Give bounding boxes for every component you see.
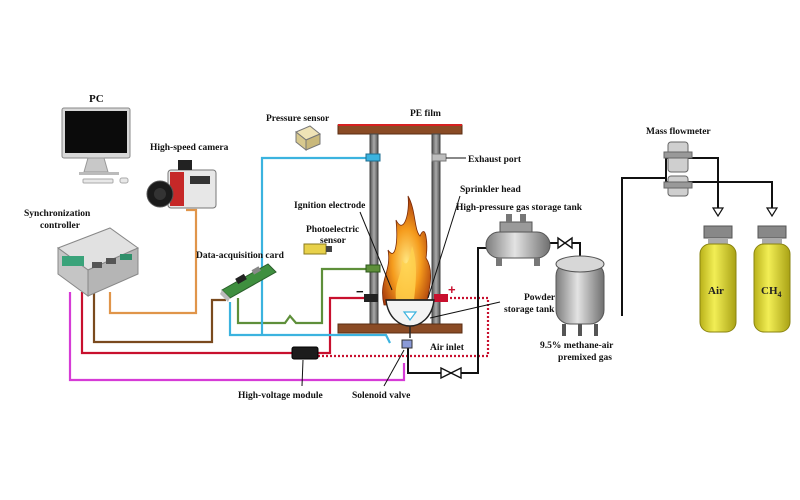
ch4-subscript: 4 [778,290,782,299]
wire-cyan [228,302,391,344]
pe-film-label: PE film [410,109,441,119]
powder-tank-label-2: storage tank [504,305,555,315]
sync-controller-label-1: Synchronization [24,209,91,219]
air-cylinder [699,225,737,333]
ch4-cylinder [753,225,791,333]
high-pressure-gas-storage-tank [485,214,551,266]
powder-tank-label-1: Powder [524,293,556,303]
high-pressure-tank-label: High-pressure gas storage tank [456,203,583,213]
pc-monitor [61,107,131,184]
ch4-cylinder-label: CH4 [761,285,782,299]
gas-line-flowmeter-loop [621,177,666,316]
photoelectric-sensor-label-2: sensor [320,236,347,246]
solenoid-valve-label: Solenoid valve [352,391,410,401]
gas-lines [407,157,773,374]
pressure-sensor-label: Pressure sensor [266,114,330,124]
gas-line-solenoid-to-tank [407,247,488,374]
tank-valve-icon [557,236,573,250]
ignition-electrode-label: Ignition electrode [294,201,365,211]
premixed-gas-label-2: premixed gas [558,353,612,363]
wire-green [236,267,370,325]
wire-red-dotted [318,296,490,358]
sprinkler-head-label: Sprinkler head [460,185,522,195]
gas-line-flowmeter-bottom [666,181,773,210]
exhaust-port-label: Exhaust port [468,155,522,165]
wire-orange [108,208,198,315]
air-inlet-label: Air inlet [430,343,465,353]
high-voltage-module-label: High-voltage module [238,391,323,401]
high-speed-camera [146,160,217,209]
flame [382,195,431,306]
air-cylinder-label: Air [708,285,724,297]
premixed-gas-tank [555,255,605,336]
mass-flowmeter-label: Mass flowmeter [646,127,711,137]
electrode-minus-label: − [356,284,364,299]
photoelectric-sensor [303,243,332,255]
photoelectric-sensor-label-1: Photoelectric [306,225,359,235]
wire-brown [92,292,226,344]
ch4-main: CH [761,285,778,297]
cylinder-valve-air-icon [711,207,725,218]
data-acquisition-card-label: Data-acquisition card [196,251,285,261]
synchronization-controller [56,227,140,297]
solenoid-valve [401,339,413,349]
powder-storage-tank [385,299,435,338]
wire-red-2 [318,296,370,355]
sync-controller-label-2: controller [40,221,81,231]
cylinder-valve-ch4-icon [765,207,779,218]
explosion-tube [337,124,463,334]
electrode-plus-label: + [448,282,456,297]
mass-flowmeter [663,141,693,197]
high-speed-camera-label: High-speed camera [150,143,229,153]
pc-label: PC [89,93,104,105]
data-acquisition-card [220,263,277,302]
sprinkler-nozzle-icon [402,311,418,321]
pressure-sensor [295,125,321,152]
premixed-gas-label-1: 9.5% methane-air [540,341,614,351]
gas-valve-icon [440,366,462,380]
signal-wires [68,156,490,382]
wire-magenta [68,292,406,382]
wire-red-1 [80,292,292,355]
high-voltage-module [291,346,319,360]
